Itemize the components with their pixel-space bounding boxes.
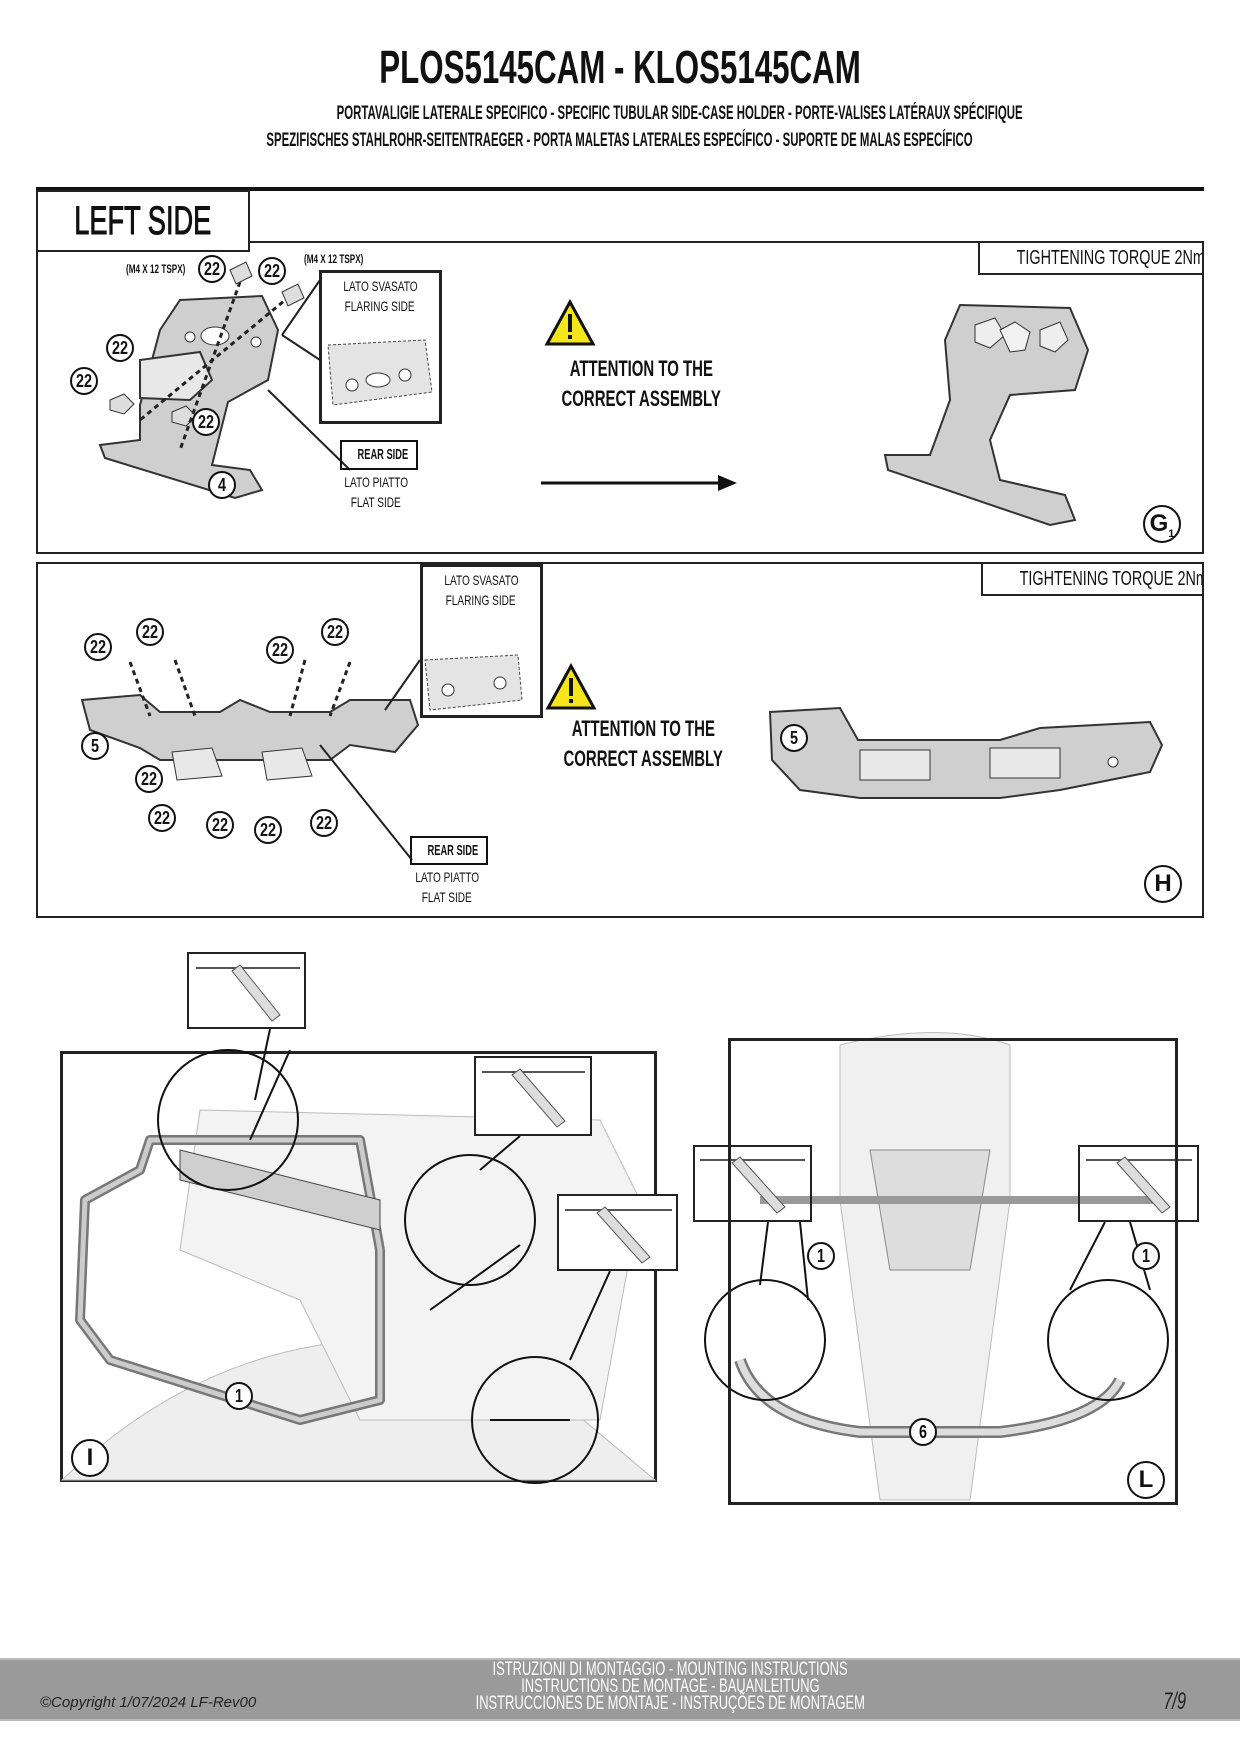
torque-label-h: TIGHTENING TORQUE 2Nm (981, 562, 1204, 596)
flaring-label-h-2: FLARING SIDE (445, 592, 517, 608)
callout-part-1: 1 (225, 1382, 253, 1410)
step-label-l: L (1127, 1461, 1165, 1499)
callout-22: 22 (254, 816, 282, 844)
rear-side-label-h: REAR SIDE (410, 836, 488, 865)
callout-22: 22 (84, 633, 112, 661)
flat-label-h-1: LATO PIATTO (415, 869, 479, 885)
tool-inset-allen-key (1078, 1145, 1199, 1222)
callout-22: 22 (198, 255, 226, 283)
subtitle-line-2: SPEZIFISCHES STAHLROHR-SEITENTRAEGER - P… (266, 130, 974, 151)
flaring-side-inset-g (319, 270, 442, 424)
attention-text-h-1: ATTENTION TO THE (571, 716, 715, 741)
step-label-h: H (1144, 865, 1182, 903)
tool-inset-allen-key (693, 1145, 812, 1222)
screw-spec-left: (M4 X 12 TSPX) (125, 262, 186, 276)
callout-22: 22 (106, 334, 134, 362)
flaring-label-h-1: LATO SVASATO (443, 572, 519, 588)
step-label-i: I (71, 1439, 109, 1477)
callout-part-5: 5 (780, 724, 808, 752)
callout-22: 22 (136, 618, 164, 646)
callout-22: 22 (310, 809, 338, 837)
callout-22: 22 (321, 618, 349, 646)
attention-text-h-2: CORRECT ASSEMBLY (563, 746, 723, 771)
flat-label-g-1: LATO PIATTO (344, 474, 408, 490)
footer-bar: ©Copyright 1/07/2024 LF-Rev00 ISTRUZIONI… (0, 1658, 1240, 1721)
flaring-label-g-1: LATO SVASATO (342, 278, 418, 294)
callout-part-1: 1 (1132, 1242, 1160, 1270)
callout-22: 22 (192, 408, 220, 436)
attention-text-g-1: ATTENTION TO THE (569, 356, 713, 381)
flaring-side-inset-h (420, 564, 543, 718)
flaring-label-g-2: FLARING SIDE (344, 298, 416, 314)
flat-label-h-2: FLAT SIDE (421, 889, 473, 905)
warning-icon (544, 298, 596, 346)
callout-part-4: 4 (208, 471, 236, 499)
screw-spec-right: (M4 X 12 TSPX) (303, 252, 364, 266)
callout-part-5: 5 (81, 732, 109, 760)
header-rule (36, 187, 1204, 191)
panel-l (728, 1038, 1178, 1505)
step-label-g1: G1 (1143, 505, 1181, 543)
callout-22: 22 (135, 765, 163, 793)
flat-label-g-2: FLAT SIDE (350, 494, 402, 510)
footer-instructions: ISTRUZIONI DI MONTAGGIO - MOUNTING INSTR… (475, 1659, 865, 1714)
page-number: 7/9 (1163, 1688, 1187, 1715)
callout-22: 22 (206, 811, 234, 839)
callout-22: 22 (148, 804, 176, 832)
attention-text-g-2: CORRECT ASSEMBLY (561, 386, 721, 411)
callout-part-1: 1 (807, 1242, 835, 1270)
subtitle-line-1: PORTAVALIGIE LATERALE SPECIFICO - SPECIF… (337, 103, 1023, 124)
page-title: PLOS5145CAM - KLOS5145CAM (379, 41, 861, 93)
warning-icon (545, 662, 597, 710)
callout-part-6: 6 (909, 1418, 937, 1446)
rear-side-label-g: REAR SIDE (340, 440, 418, 470)
tool-inset-allen-key (187, 952, 306, 1029)
section-label: LEFT SIDE (36, 190, 250, 252)
copyright-text: ©Copyright 1/07/2024 LF-Rev00 (40, 1694, 257, 1711)
callout-22: 22 (258, 257, 286, 285)
callout-22: 22 (70, 367, 98, 395)
callout-22: 22 (266, 636, 294, 664)
torque-label-g: TIGHTENING TORQUE 2Nm (978, 241, 1204, 275)
